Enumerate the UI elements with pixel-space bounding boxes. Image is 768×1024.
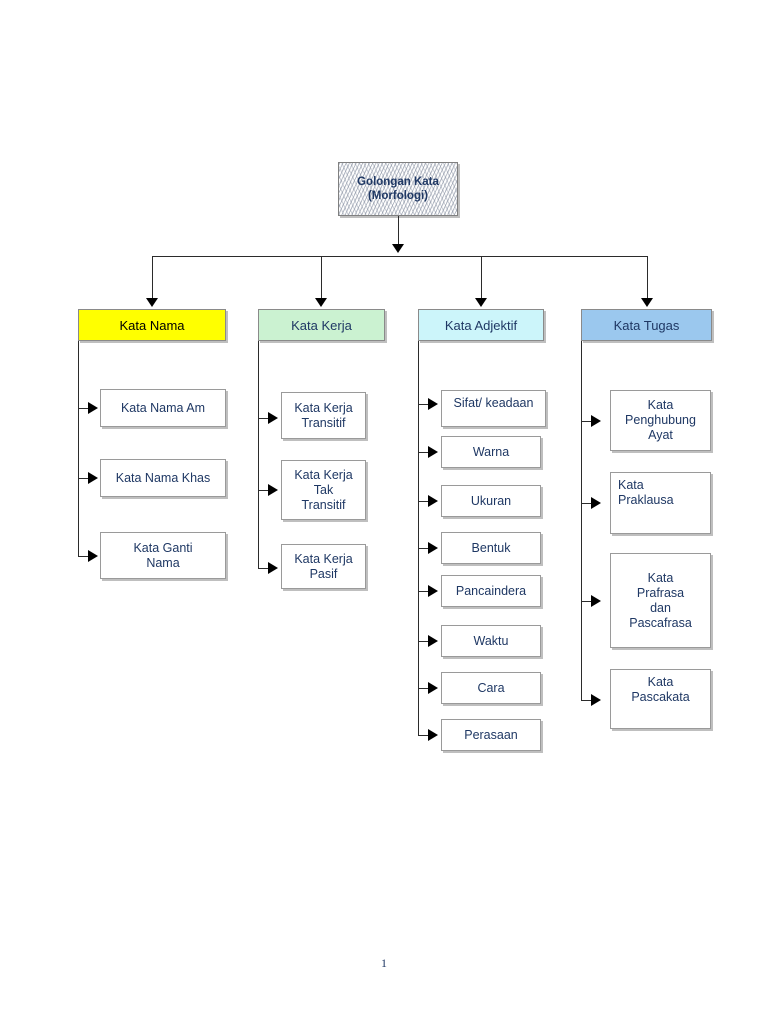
arrowhead-kata-adjektif (475, 298, 487, 307)
arrowhead-kata-ganti-nama (88, 550, 98, 562)
arrowhead-kata-nama (146, 298, 158, 307)
leaf-kata-kerja-pasif-label: Kata Kerja Pasif (294, 551, 353, 581)
arrowhead-sifat-keadaan (428, 398, 438, 410)
connector-stub-perasaan (418, 735, 430, 736)
leaf-warna[interactable]: Warna (441, 436, 541, 468)
leaf-waktu-label: Waktu (473, 633, 509, 648)
leaf-kata-prafrasa-dan-pascafrasa[interactable]: Kata Prafrasa dan Pascafrasa (610, 553, 711, 648)
arrowhead-root-to-bus (392, 244, 404, 253)
arrowhead-kata-pascakata (591, 694, 601, 706)
leaf-kata-prafrasa-dan-pascafrasa-label: Kata Prafrasa dan Pascafrasa (629, 570, 692, 630)
connector-spine-kata-nama (78, 341, 79, 556)
arrowhead-kata-penghubung-ayat (591, 415, 601, 427)
leaf-warna-label: Warna (472, 444, 510, 459)
arrowhead-bentuk (428, 542, 438, 554)
arrowhead-kata-praklausa (591, 497, 601, 509)
leaf-perasaan[interactable]: Perasaan (441, 719, 541, 751)
leaf-kata-penghubung-ayat-label: Kata Penghubung Ayat (625, 398, 696, 442)
connector-stub-kata-ganti-nama (78, 556, 90, 557)
connector-spine-kata-adjektif (418, 341, 419, 735)
connector-stub-kata-penghubung-ayat (581, 421, 593, 422)
leaf-kata-nama-khas[interactable]: Kata Nama Khas (100, 459, 226, 497)
leaf-kata-nama-am[interactable]: Kata Nama Am (100, 389, 226, 427)
connector-root-stem (398, 216, 399, 248)
leaf-kata-pascakata-label: Kata Pascakata (631, 675, 690, 704)
connector-stub-pancaindera (418, 591, 430, 592)
leaf-waktu[interactable]: Waktu (441, 625, 541, 657)
leaf-cara-label: Cara (477, 680, 505, 695)
arrowhead-kata-tugas (641, 298, 653, 307)
leaf-kata-pascakata[interactable]: Kata Pascakata (610, 669, 711, 729)
arrowhead-waktu (428, 635, 438, 647)
branch-header-kata-adjektif-label: Kata Adjektif (444, 317, 518, 333)
branch-header-kata-nama-label: Kata Nama (119, 317, 185, 333)
branch-header-kata-tugas-label: Kata Tugas (613, 317, 680, 333)
connector-stub-bentuk (418, 548, 430, 549)
branch-header-kata-tugas[interactable]: Kata Tugas (581, 309, 712, 341)
leaf-pancaindera-label: Pancaindera (455, 583, 527, 598)
connector-spine-kata-tugas (581, 341, 582, 701)
leaf-kata-praklausa[interactable]: Kata Praklausa (610, 472, 711, 534)
leaf-sifat-keadaan[interactable]: Sifat/ keadaan (441, 390, 546, 427)
leaf-cara[interactable]: Cara (441, 672, 541, 704)
arrowhead-kata-nama-am (88, 402, 98, 414)
leaf-ukuran-label: Ukuran (470, 493, 512, 508)
branch-header-kata-adjektif[interactable]: Kata Adjektif (418, 309, 544, 341)
branch-header-kata-kerja[interactable]: Kata Kerja (258, 309, 385, 341)
arrowhead-kata-kerja-tak-transitif (268, 484, 278, 496)
connector-stub-cara (418, 688, 430, 689)
connector-stub-kata-praklausa (581, 503, 593, 504)
leaf-kata-kerja-pasif[interactable]: Kata Kerja Pasif (281, 544, 366, 589)
connector-drop-kata-tugas (647, 256, 648, 300)
leaf-kata-nama-khas-label: Kata Nama Khas (115, 470, 211, 485)
arrowhead-perasaan (428, 729, 438, 741)
connector-stub-waktu (418, 641, 430, 642)
connector-stub-kata-nama-am (78, 408, 90, 409)
connector-stub-kata-kerja-tak-transitif (258, 490, 270, 491)
connector-stub-kata-prafrasa (581, 601, 593, 602)
leaf-kata-ganti-nama[interactable]: Kata Ganti Nama (100, 532, 226, 579)
root-node-golongan-kata[interactable]: Golongan Kata (Morfologi) (338, 162, 458, 216)
leaf-kata-kerja-transitif-label: Kata Kerja Transitif (294, 400, 353, 430)
arrowhead-kata-kerja-pasif (268, 562, 278, 574)
arrowhead-cara (428, 682, 438, 694)
arrowhead-kata-kerja-transitif (268, 412, 278, 424)
leaf-perasaan-label: Perasaan (464, 727, 518, 742)
branch-header-kata-nama[interactable]: Kata Nama (78, 309, 226, 341)
root-node-line2: (Morfologi) (367, 190, 429, 202)
connector-spine-kata-kerja (258, 341, 259, 568)
leaf-kata-ganti-nama-label: Kata Ganti Nama (133, 540, 193, 570)
page-number: 1 (381, 956, 387, 970)
arrowhead-kata-kerja (315, 298, 327, 307)
leaf-bentuk[interactable]: Bentuk (441, 532, 541, 564)
leaf-kata-praklausa-label: Kata Praklausa (618, 478, 674, 507)
leaf-sifat-keadaan-label: Sifat/ keadaan (453, 396, 534, 410)
leaf-kata-penghubung-ayat[interactable]: Kata Penghubung Ayat (610, 390, 711, 451)
connector-stub-kata-pascakata (581, 700, 593, 701)
connector-stub-warna (418, 452, 430, 453)
arrowhead-warna (428, 446, 438, 458)
arrowhead-ukuran (428, 495, 438, 507)
connector-stub-kata-kerja-transitif (258, 418, 270, 419)
leaf-ukuran[interactable]: Ukuran (441, 485, 541, 517)
arrowhead-kata-prafrasa (591, 595, 601, 607)
leaf-kata-kerja-tak-transitif[interactable]: Kata Kerja Tak Transitif (281, 460, 366, 520)
connector-drop-kata-nama (152, 256, 153, 300)
leaf-bentuk-label: Bentuk (471, 540, 511, 555)
arrowhead-kata-nama-khas (88, 472, 98, 484)
arrowhead-pancaindera (428, 585, 438, 597)
connector-stub-kata-kerja-pasif (258, 568, 270, 569)
root-node-line1: Golongan Kata (357, 176, 439, 188)
leaf-kata-nama-am-label: Kata Nama Am (120, 400, 206, 415)
leaf-kata-kerja-tak-transitif-label: Kata Kerja Tak Transitif (294, 467, 353, 512)
connector-stub-ukuran (418, 501, 430, 502)
branch-header-kata-kerja-label: Kata Kerja (291, 317, 352, 333)
leaf-kata-kerja-transitif[interactable]: Kata Kerja Transitif (281, 392, 366, 439)
connector-horizontal-bus (152, 256, 648, 257)
connector-stub-kata-nama-khas (78, 478, 90, 479)
leaf-pancaindera[interactable]: Pancaindera (441, 575, 541, 607)
connector-drop-kata-kerja (321, 256, 322, 300)
connector-stub-sifat-keadaan (418, 404, 430, 405)
connector-drop-kata-adjektif (481, 256, 482, 300)
